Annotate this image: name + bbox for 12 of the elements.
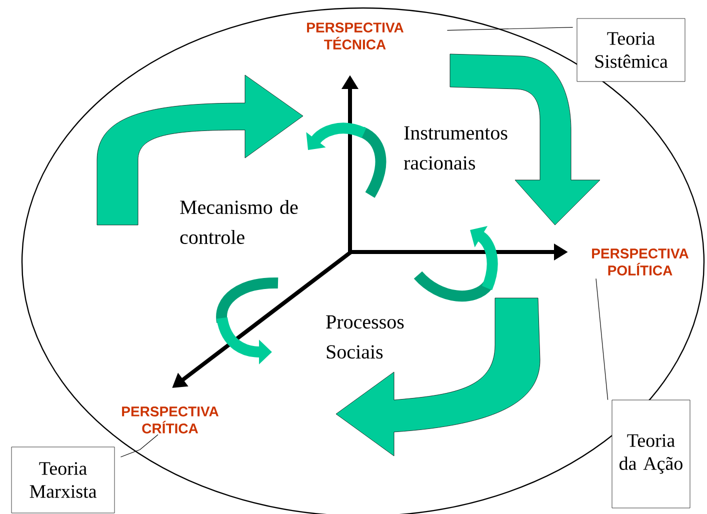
axis-label: Instrumentos racionais (404, 126, 508, 170)
axis-label: Mecanismo de controle (180, 200, 298, 244)
axis-label: Processos Sociais (326, 315, 404, 359)
leader-line (120, 434, 158, 458)
theory-box: Teoria Sistêmica (576, 18, 686, 82)
theory-box: Teoria Marxista (11, 446, 115, 514)
perspective-label: PERSPECTIVA CRÍTICA (122, 406, 219, 434)
leader-line (446, 27, 574, 31)
theory-box: Teoria da Ação (612, 400, 690, 508)
leader-line (596, 278, 608, 400)
perspective-label: PERSPECTIVA TÉCNICA (307, 22, 404, 50)
perspective-label: PERSPECTIVA POLÍTICA (592, 248, 688, 276)
